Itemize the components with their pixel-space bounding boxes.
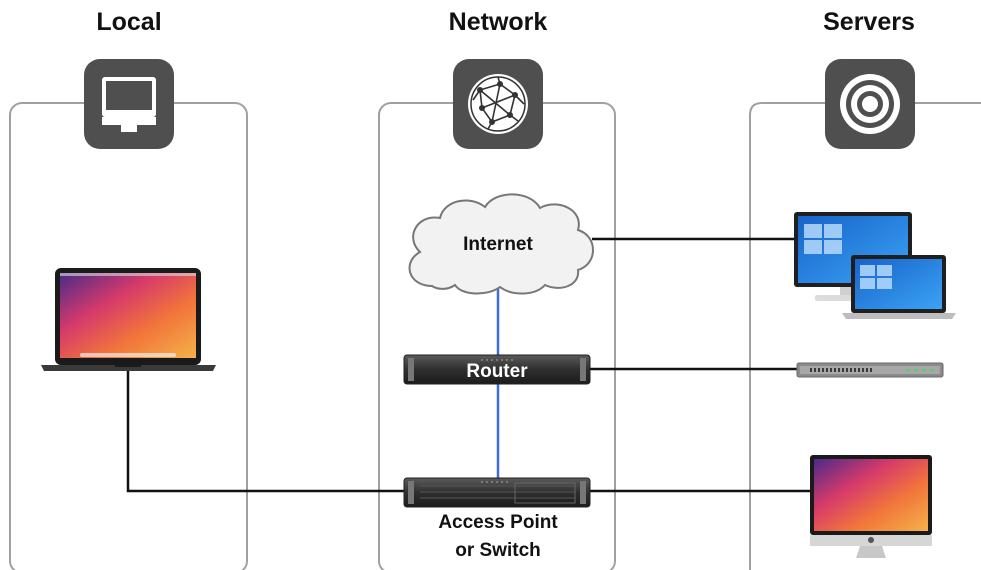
- imac-desktop[interactable]: [810, 455, 932, 558]
- local-column-title: Local: [96, 8, 161, 36]
- macbook-laptop[interactable]: [41, 268, 216, 371]
- target-server-icon: [825, 59, 915, 149]
- router-device[interactable]: Router: [403, 354, 591, 385]
- network-column-title: Network: [449, 8, 548, 36]
- windows-desktop-and-laptop[interactable]: [794, 212, 956, 319]
- globe-network-icon: [453, 59, 543, 149]
- servers-panel: [749, 102, 981, 570]
- laptop-to-access-point-link: [126, 368, 405, 493]
- rack-server-unit[interactable]: [796, 362, 944, 378]
- access-point-label-line2: or Switch: [455, 540, 541, 561]
- servers-column-title: Servers: [823, 8, 915, 36]
- internet-cloud[interactable]: Internet: [408, 193, 594, 295]
- internet-label: Internet: [463, 234, 533, 255]
- access-point-label-line1: Access Point: [438, 512, 558, 533]
- access-point-device[interactable]: [403, 477, 591, 508]
- router-label: Router: [466, 361, 528, 382]
- imac-monitor-icon: [84, 59, 174, 149]
